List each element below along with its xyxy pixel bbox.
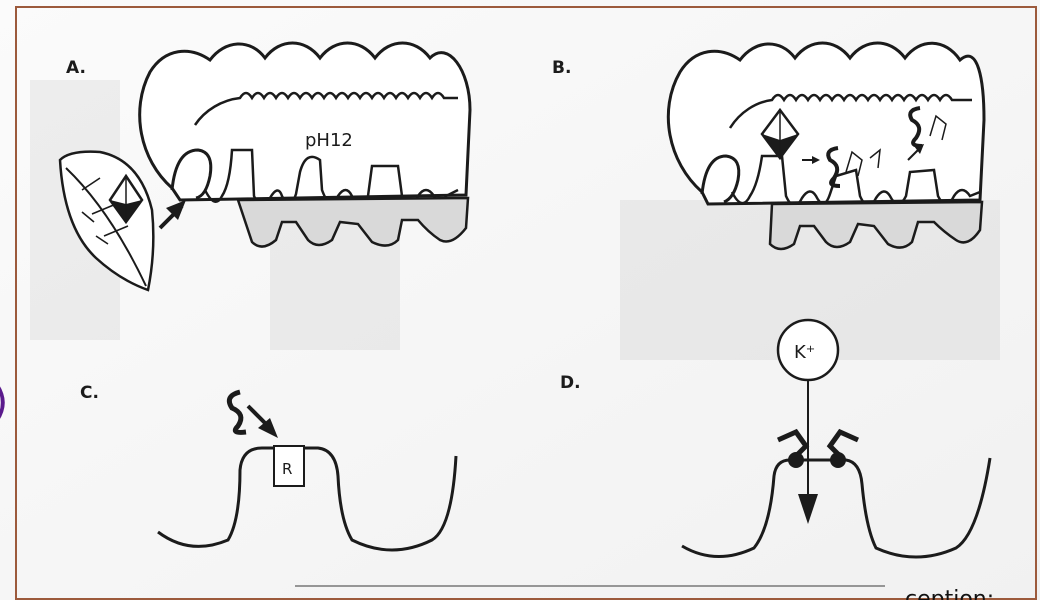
bottom-cut-text: ception: xyxy=(905,587,994,600)
panel-c-label: C. xyxy=(80,383,99,403)
panel-d-label: D. xyxy=(560,373,581,393)
left-edge-bracket: ) xyxy=(0,377,8,426)
pore-bead-right xyxy=(830,452,846,468)
receptor-label: R xyxy=(282,460,292,478)
ion-label: K⁺ xyxy=(794,342,815,363)
pore-bead-left xyxy=(788,452,804,468)
panel-a-label: A. xyxy=(66,58,86,78)
gut-outer-wall xyxy=(140,43,470,200)
ph-label: pH12 xyxy=(305,130,353,151)
panel-b-label: B. xyxy=(552,58,571,78)
